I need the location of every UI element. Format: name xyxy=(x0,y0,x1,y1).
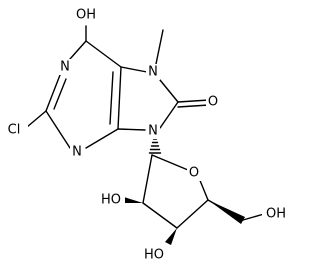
bond-n9-c4 xyxy=(117,128,146,131)
bond-c8-n9 xyxy=(159,101,179,129)
bond-c1p-c2p xyxy=(142,154,153,204)
atom-label-n9: N xyxy=(148,124,158,139)
bond-c8-oxo-second xyxy=(177,104,210,108)
atom-ring-o: O xyxy=(187,165,201,181)
bond-o4p-c1p xyxy=(151,154,189,171)
atom-label-oh-top: OH xyxy=(76,8,96,23)
atom-label-n1: N xyxy=(60,60,70,75)
atom-labels: OH N N N N O Cl O xyxy=(2,6,290,264)
hashed-bond-n9-c1p xyxy=(148,138,162,154)
atom-n7: N xyxy=(146,64,160,80)
bond-n1-c2 xyxy=(45,74,61,112)
bond-c8-oxo xyxy=(177,99,210,103)
bond-n7-methyl xyxy=(155,29,164,65)
wedge-bond-c2p-oh xyxy=(124,197,143,203)
atom-oh-c3p: HO xyxy=(140,246,168,264)
bond-c6-n1 xyxy=(69,40,87,60)
stereo-bonds xyxy=(124,138,245,245)
bond-c5p-oh xyxy=(242,213,265,221)
atom-oh-c2p: HO xyxy=(97,191,125,209)
bond-c4-c5-inner xyxy=(109,71,114,125)
atom-n1: N xyxy=(58,59,72,75)
atom-label-oh-c5p: OH xyxy=(266,207,286,222)
atom-label-oh-c3p: HO xyxy=(144,248,164,263)
bonds xyxy=(26,25,265,229)
bond-c2-n3 xyxy=(45,110,71,149)
atom-oh-c5p: OH xyxy=(262,205,290,223)
wedge-bond-c4p-c5p xyxy=(208,200,245,224)
bond-c2-cl xyxy=(26,110,47,128)
bond-n1-c2-inner xyxy=(53,78,67,110)
atom-oxo: O xyxy=(206,94,220,110)
bond-n3-c4 xyxy=(85,128,119,149)
bond-c5-n7 xyxy=(120,66,148,73)
atom-label-oxo: O xyxy=(208,95,218,110)
chemical-structure-diagram: OH N N N N O Cl O xyxy=(2,6,290,264)
atom-label-ring-o: O xyxy=(189,166,199,181)
atom-label-oh-c2p: HO xyxy=(101,193,121,208)
atom-n3: N xyxy=(70,144,84,160)
bond-n7-c8 xyxy=(159,79,179,103)
bond-c4-c5 xyxy=(117,66,122,130)
atom-label-cl: Cl xyxy=(8,123,21,138)
bond-c2p-c3p xyxy=(142,202,178,229)
atom-label-n3: N xyxy=(72,145,82,160)
bond-c3p-c4p xyxy=(176,199,209,229)
atom-label-n7: N xyxy=(148,65,158,80)
atom-oh-top: OH xyxy=(72,6,100,24)
atom-n9: N xyxy=(146,123,160,139)
wedge-bond-c3p-oh xyxy=(165,228,177,245)
atom-cl: Cl xyxy=(2,121,28,139)
bond-c4p-o4p xyxy=(198,177,209,201)
bond-c5-c6 xyxy=(85,40,122,68)
